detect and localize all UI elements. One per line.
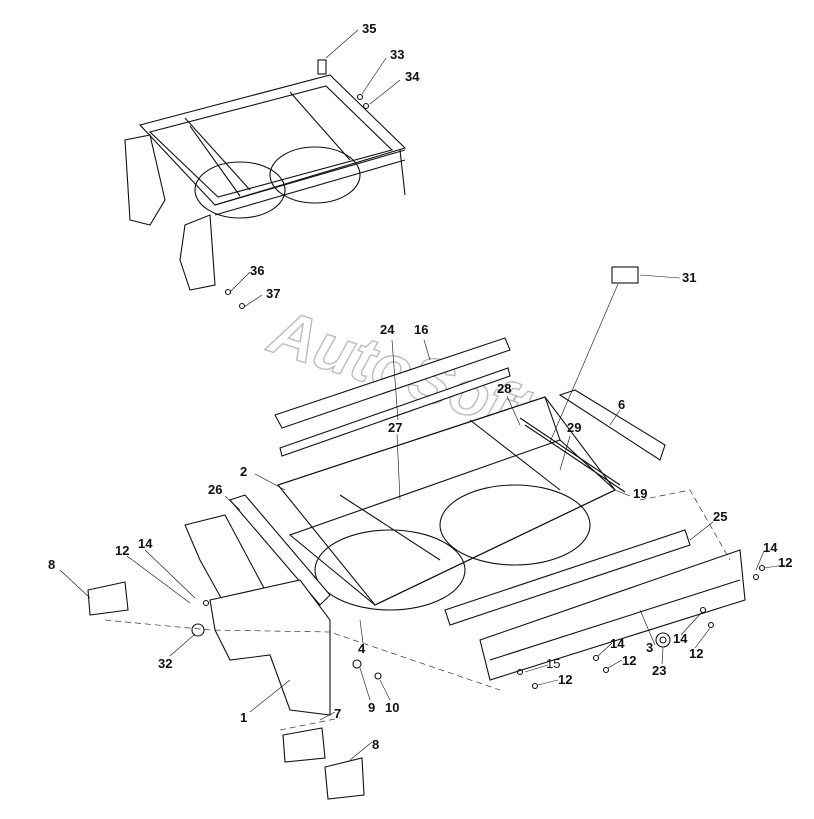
callout-7: 7 xyxy=(334,706,341,721)
callout-14b: 14 xyxy=(138,536,153,551)
callout-8b: 8 xyxy=(372,737,379,752)
callout-12a: 12 xyxy=(778,555,792,570)
callout-6: 6 xyxy=(618,397,625,412)
callout-23: 23 xyxy=(652,663,666,678)
callout-31: 31 xyxy=(682,270,696,285)
callout-14d: 14 xyxy=(673,631,688,646)
callout-12e: 12 xyxy=(689,646,703,661)
callout-14c: 14 xyxy=(610,636,625,651)
callout-36: 36 xyxy=(250,263,264,278)
top-frame-assembly xyxy=(124,59,407,310)
callout-2: 2 xyxy=(240,464,247,479)
skid-plates xyxy=(87,581,365,800)
callout-24: 24 xyxy=(380,322,395,337)
callout-10: 10 xyxy=(385,700,399,715)
callout-27: 27 xyxy=(388,420,402,435)
leader-lines xyxy=(59,29,786,761)
callout-26: 26 xyxy=(208,482,222,497)
callout-12d: 12 xyxy=(558,672,572,687)
callout-34: 34 xyxy=(405,69,420,84)
front-rails xyxy=(444,529,746,681)
callout-35: 35 xyxy=(362,21,376,36)
callout-29: 29 xyxy=(567,420,581,435)
callout-1: 1 xyxy=(240,710,247,725)
callout-8a: 8 xyxy=(48,557,55,572)
callout-33: 33 xyxy=(390,47,404,62)
callout-32: 32 xyxy=(158,656,172,671)
callout-19: 19 xyxy=(633,486,647,501)
callout-4: 4 xyxy=(358,641,366,656)
callout-14a: 14 xyxy=(763,540,778,555)
assembly-guide-lines xyxy=(104,489,731,731)
hardware xyxy=(191,266,766,690)
callout-15: 15 xyxy=(546,656,560,671)
main-tub xyxy=(277,396,626,611)
callout-12c: 12 xyxy=(622,653,636,668)
left-side-structure xyxy=(184,494,331,716)
callout-37: 37 xyxy=(266,286,280,301)
callout-25: 25 xyxy=(713,509,727,524)
upper-straps xyxy=(274,337,511,457)
callout-28: 28 xyxy=(497,381,511,396)
callout-12b: 12 xyxy=(115,543,129,558)
callout-16: 16 xyxy=(414,322,428,337)
support-rail-6 xyxy=(558,389,666,461)
callout-3: 3 xyxy=(646,640,653,655)
callout-9: 9 xyxy=(368,700,375,715)
